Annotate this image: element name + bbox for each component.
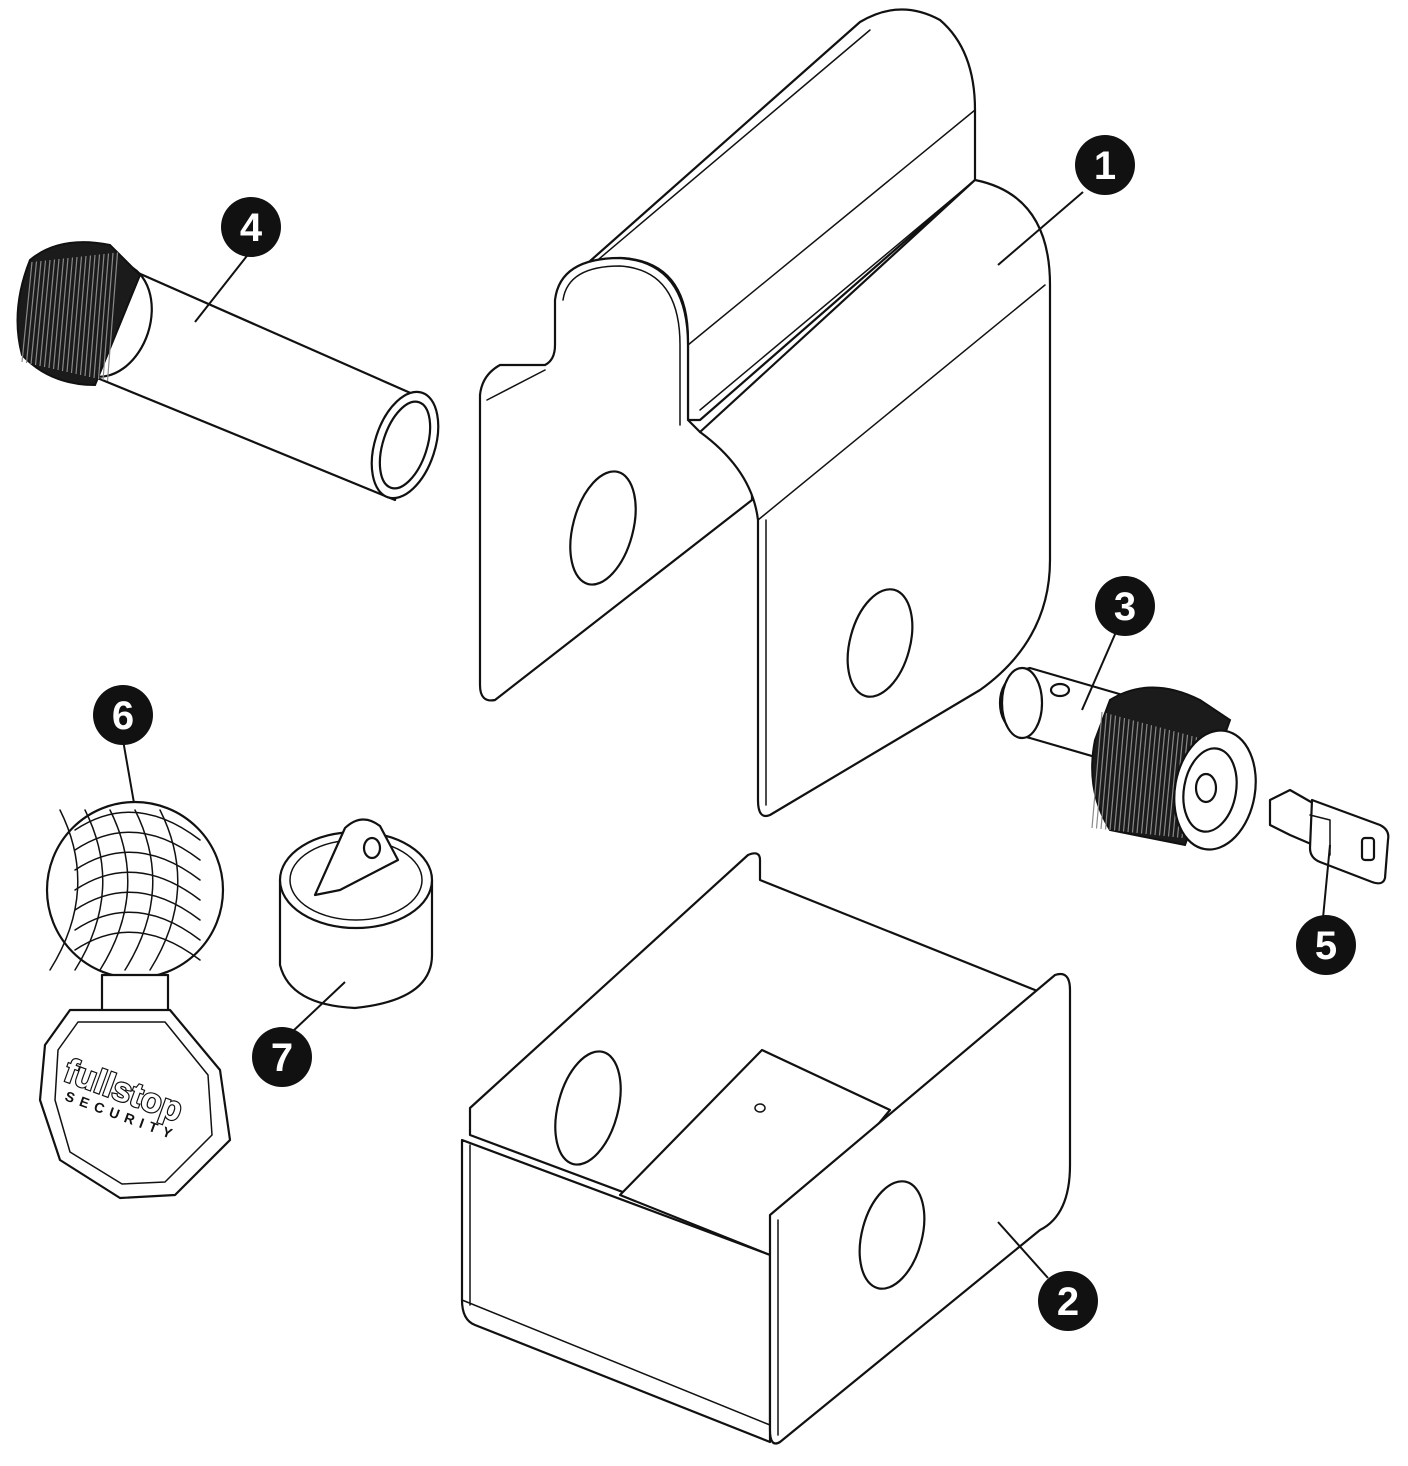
knurl-line (88, 254, 101, 378)
knurl-line (70, 256, 83, 374)
knurl-line (75, 255, 87, 375)
knurl-line (1113, 717, 1126, 831)
knurl-line (1091, 711, 1103, 829)
ball-lattice-line (74, 911, 201, 941)
knurl-line (1158, 729, 1171, 836)
ball-lattice-line (74, 831, 201, 861)
ball-lattice-line (124, 809, 154, 971)
knurl-line (30, 260, 42, 365)
knurl-line (1131, 722, 1144, 833)
knurl-line (34, 260, 47, 366)
knurl-line (97, 253, 110, 380)
part-4-pin (16, 241, 440, 502)
ball-lattice-line (74, 871, 201, 901)
knurl-line (43, 259, 56, 368)
ball-lattice-line (74, 891, 201, 921)
ball-lattice-line (49, 809, 79, 971)
callout-4: 4 (221, 197, 281, 257)
callout-3-label: 3 (1114, 585, 1136, 629)
knurl-line (1100, 714, 1112, 830)
callout-4-label: 4 (240, 206, 263, 250)
knurl-line (1167, 732, 1180, 837)
knurl-line (84, 254, 96, 377)
ball-lattice-line (149, 809, 179, 971)
knurl-line (1163, 731, 1175, 837)
ball-lattice-line (74, 851, 201, 881)
leader-6 (122, 739, 135, 804)
callout-1-label: 1 (1094, 144, 1116, 188)
part-3-lock-cylinder (998, 666, 1257, 851)
knurl-line (25, 261, 38, 364)
knurl-line (1095, 713, 1108, 829)
knurl-line (39, 259, 51, 367)
callout-2: 2 (1038, 1271, 1098, 1331)
knurl-line (106, 252, 119, 382)
callout-3: 3 (1095, 576, 1155, 636)
knurl-line (1140, 725, 1153, 834)
knurl-line (61, 257, 74, 372)
callout-6: 6 (93, 685, 153, 745)
callout-7-label: 7 (271, 1036, 293, 1080)
knurl-line (102, 252, 114, 381)
knurl-line (57, 257, 69, 371)
knurl-line (52, 258, 65, 370)
knurl-line (1145, 726, 1157, 835)
leader-lines (122, 191, 1331, 1279)
leader-5 (1322, 844, 1331, 919)
knurl-line (1149, 727, 1162, 835)
leader-7 (291, 981, 346, 1033)
callout-2-label: 2 (1057, 1280, 1079, 1324)
knurl-line (66, 256, 78, 373)
knurl-line (1109, 716, 1121, 831)
part-1-upper-bracket (478, 8, 1052, 818)
callout-7: 7 (252, 1027, 312, 1087)
knurl-line (1136, 723, 1148, 834)
knurl-line (21, 261, 33, 363)
leader-2 (997, 1221, 1049, 1279)
part-7-cap (278, 818, 434, 1010)
part-2-lower-box (460, 852, 1072, 1445)
ball-lattice-line (99, 809, 129, 971)
knurl-line (1122, 720, 1135, 832)
leader-4 (194, 251, 251, 323)
callout-5: 5 (1296, 915, 1356, 975)
knurl-line (1127, 721, 1139, 833)
callout-6-label: 6 (112, 694, 134, 738)
knurl-line (79, 255, 92, 376)
ball-lattice-line (74, 809, 104, 971)
leader-3 (1081, 631, 1117, 711)
knurl-line (1104, 715, 1117, 830)
leader-1 (997, 191, 1084, 266)
knurl-line (93, 253, 105, 379)
part-6-ball-fob: fullstop SECURITY (38, 800, 232, 1200)
part-5-key (1268, 788, 1390, 885)
knurl-line (1154, 728, 1166, 836)
callout-5-label: 5 (1315, 924, 1337, 968)
callout-1: 1 (1075, 135, 1135, 195)
knurl-line (1118, 719, 1130, 832)
knurl-line (48, 258, 60, 369)
